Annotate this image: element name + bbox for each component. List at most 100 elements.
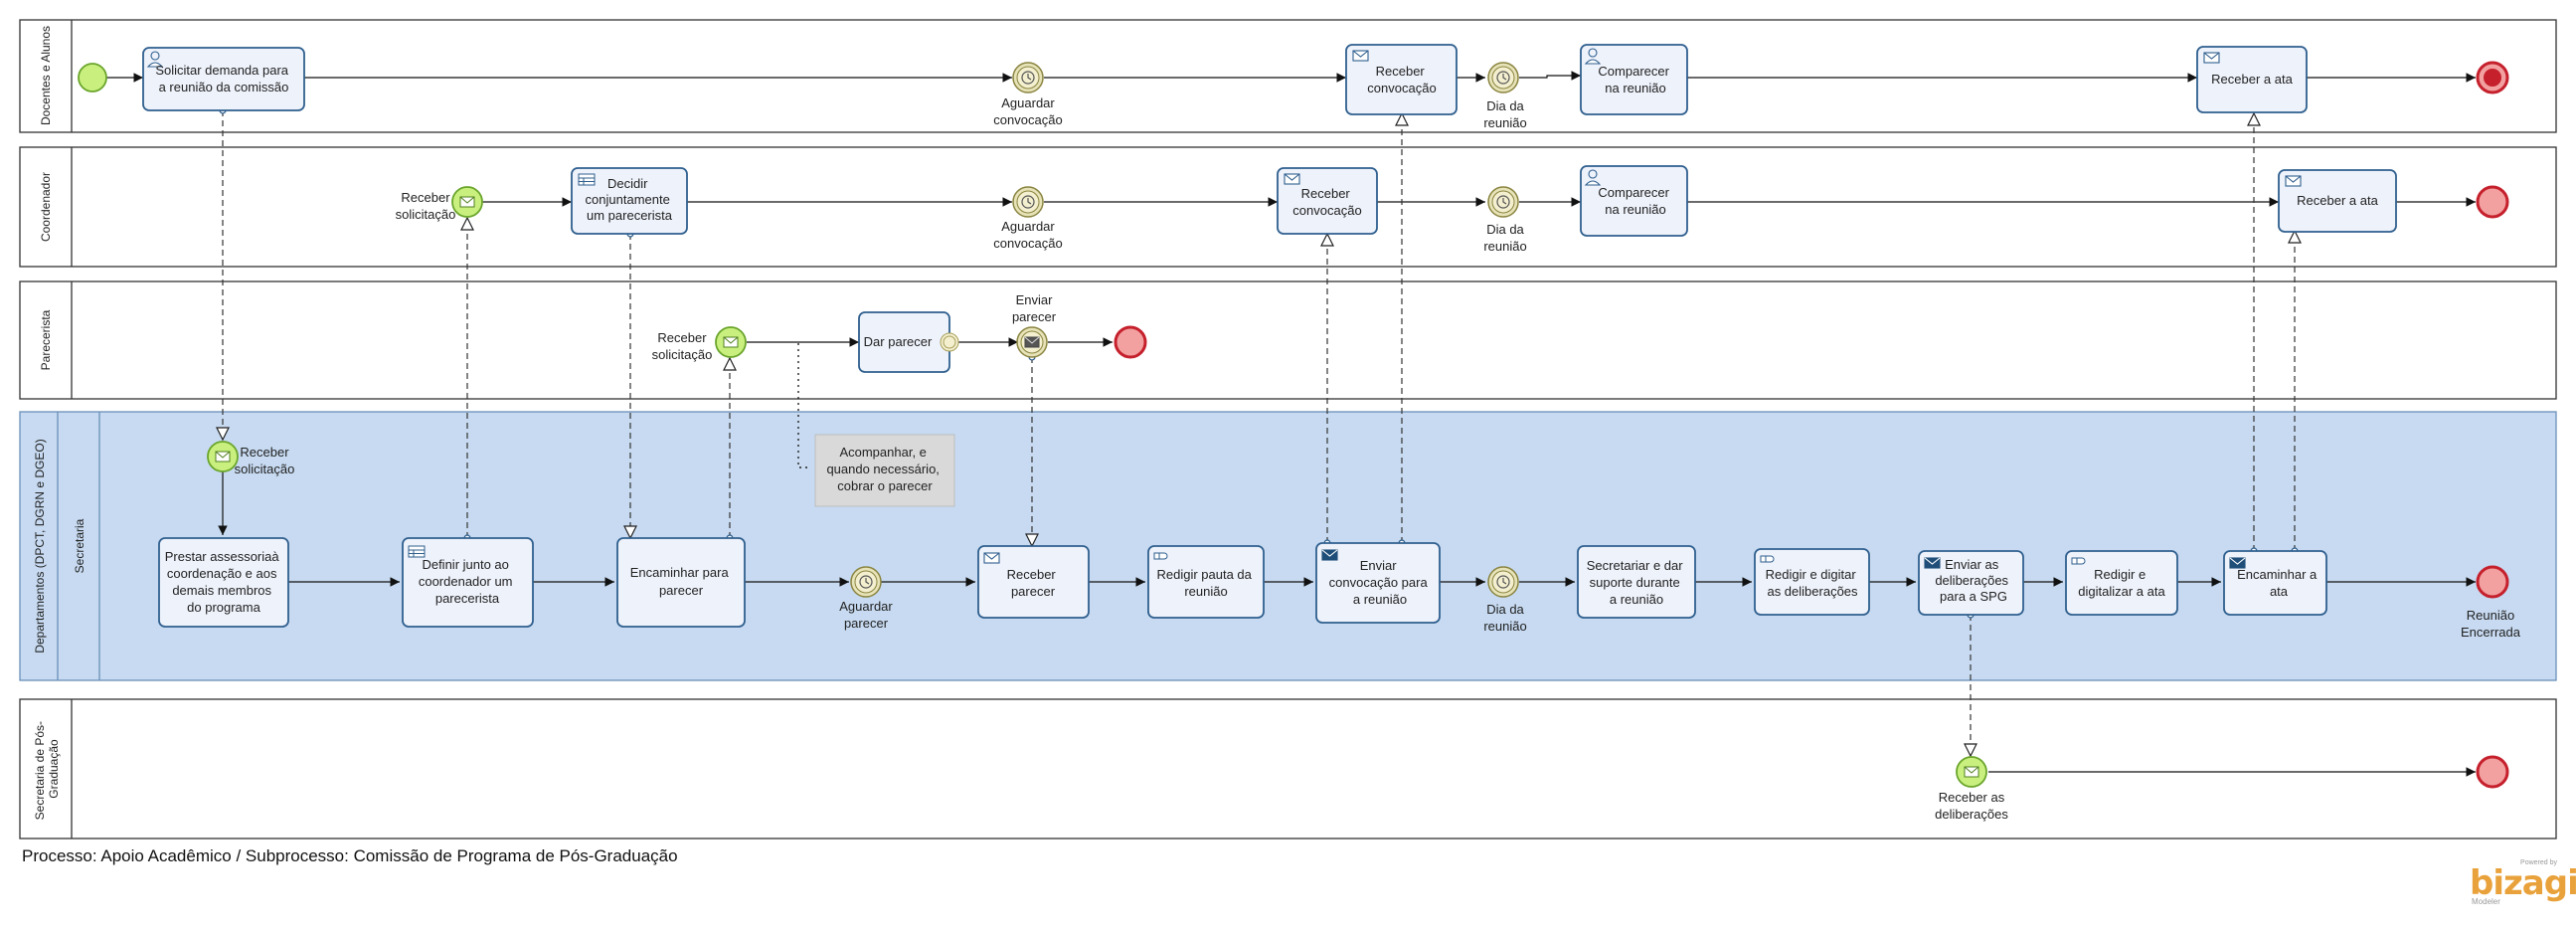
svg-text:Receber a ata: Receber a ata <box>2211 72 2293 87</box>
message-start-event-spg[interactable] <box>1956 756 1987 788</box>
process-footer: Processo: Apoio Acadêmico / Subprocesso:… <box>22 846 678 865</box>
logo-brand-text: bizagi <box>2470 863 2576 903</box>
message-receive-icon <box>1352 50 1369 62</box>
logo-sub-text: Modeler <box>2472 897 2500 906</box>
message-throw-event-enviar-parecer[interactable] <box>1016 326 1048 358</box>
svg-text:Redigir e digitar as d: Redigir e digitar as deliberações <box>1766 567 1860 599</box>
task-secretariar[interactable]: Secretariar e dar suporte durante a reun… <box>1577 545 1696 619</box>
task-definir-parecerista[interactable]: Definir junto ao coordenador um pareceri… <box>402 537 534 628</box>
end-event-docentes-terminate[interactable] <box>2476 61 2509 94</box>
annotation-association <box>797 343 810 468</box>
task-encaminhar-parecer[interactable]: Encaminhar para parecer <box>616 537 746 628</box>
pool-parecerista: Parecerista <box>19 280 2557 400</box>
envelope-icon <box>723 336 739 348</box>
svg-text:Redigir e digitalizar: Redigir e digitalizar a ata <box>2078 567 2165 599</box>
svg-text:Decidir conjuntamente: Decidir conjuntamente um parecerista <box>586 176 674 223</box>
pool-spg: Secretaria de Pós- Graduação <box>19 698 2557 839</box>
end-event-parecerista[interactable] <box>1114 325 1147 359</box>
message-start-event-coordenador[interactable] <box>451 186 483 218</box>
task-enviar-deliberacoes[interactable]: Enviar as deliberações para a SPG <box>1918 550 2024 616</box>
svg-text:Enviar convocação para: Enviar convocação para a reunião <box>1329 558 1432 607</box>
task-enviar-convocacao[interactable]: Enviar convocação para a reunião <box>1315 542 1441 624</box>
svg-text:Receber parecer: Receber parecer <box>1007 567 1060 599</box>
pool-docentes: Docentes e Alunos <box>19 19 2557 133</box>
task-docentes-comparecer[interactable]: Comparecer na reunião <box>1580 44 1688 115</box>
message-start-event-parecerista[interactable] <box>715 326 747 358</box>
svg-text:Receber a ata: Receber a ata <box>2297 193 2378 208</box>
task-docentes-receber-convocacao[interactable]: Receber convocação <box>1345 44 1458 115</box>
message-receive-icon <box>2285 175 2302 187</box>
pool-departamentos: Departamentos (DPCT, DGRN e DGEO) Secret… <box>19 411 2557 681</box>
message-send-icon <box>1924 557 1941 569</box>
manual-task-icon <box>1153 552 1168 560</box>
end-event-reuniao-encerrada[interactable] <box>2476 565 2509 599</box>
timer-event-coordenador-dia[interactable] <box>1487 186 1519 218</box>
task-receber-parecer[interactable]: Receber parecer <box>977 545 1090 619</box>
task-redigir-digitar-deliberacoes[interactable]: Redigir e digitar as deliberações <box>1754 548 1870 616</box>
clock-icon <box>1496 575 1510 589</box>
task-encaminhar-ata[interactable]: Encaminhar a ata <box>2223 550 2327 616</box>
clock-icon <box>1021 71 1035 85</box>
svg-text:Receber convocação: Receber convocação <box>1292 186 1361 218</box>
task-coordenador-comparecer[interactable]: Comparecer na reunião <box>1580 165 1688 237</box>
timer-event-docentes-dia[interactable] <box>1487 62 1519 93</box>
message-send-icon <box>1321 549 1338 561</box>
timer-event-coordenador-aguardar[interactable] <box>1012 186 1044 218</box>
svg-text:Comparecer na reunião: Comparecer na reunião <box>1598 64 1672 95</box>
timer-event-secretaria-aguardar[interactable] <box>850 566 882 598</box>
business-rule-icon <box>578 173 596 186</box>
message-receive-icon <box>983 552 1000 564</box>
envelope-filled-icon <box>1024 336 1040 348</box>
end-event-coordenador[interactable] <box>2476 185 2509 219</box>
svg-text:Secretariar e dar supo: Secretariar e dar suporte durante a reun… <box>1587 558 1686 607</box>
task-redigir-digitalizar-ata[interactable]: Redigir e digitalizar a ata <box>2065 550 2178 616</box>
task-redigir-pauta[interactable]: Redigir pauta da reunião <box>1147 545 1265 619</box>
svg-text:Receber convocação: Receber convocação <box>1367 64 1436 95</box>
manual-task-icon <box>2071 557 2086 565</box>
logo-powered-text: Powered by <box>2520 859 2557 866</box>
task-decidir-parecerista[interactable]: Decidir conjuntamente um parecerista <box>571 167 688 235</box>
envelope-icon <box>459 196 475 208</box>
message-receive-icon <box>2203 52 2220 64</box>
user-task-icon <box>1584 169 1602 186</box>
clock-icon <box>1496 195 1510 209</box>
message-start-event-secretaria[interactable] <box>207 441 239 472</box>
message-flows <box>223 110 2295 756</box>
clock-icon <box>1496 71 1510 85</box>
svg-text:Definir junto ao coord: Definir junto ao coordenador um pareceri… <box>419 557 516 606</box>
timer-event-secretaria-dia[interactable] <box>1487 566 1519 598</box>
events <box>78 61 2509 789</box>
timer-event-docentes-aguardar[interactable] <box>1012 62 1044 93</box>
svg-text:Comparecer na reunião: Comparecer na reunião <box>1598 185 1672 217</box>
user-task-icon <box>146 51 164 68</box>
clock-icon <box>859 575 873 589</box>
task-docentes-receber-ata[interactable]: Receber a ata <box>2196 46 2308 113</box>
lane-label-parecerista: Parecerista <box>39 309 53 370</box>
lane-label-coordenador: Coordenador <box>39 172 53 242</box>
task-coordenador-receber-convocacao[interactable]: Receber convocação <box>1277 167 1378 235</box>
task-dar-parecer[interactable]: Dar parecer <box>858 311 959 373</box>
svg-text:Enviar as deliberações: Enviar as deliberações para a SPG <box>1935 557 2011 604</box>
lane-label-secretaria: Secretaria <box>73 518 86 573</box>
task-solicitar-demanda[interactable]: Solicitar demanda para a reunião da comi… <box>142 47 305 111</box>
text-annotation[interactable]: Acompanhar, e quando necessário, cobrar … <box>814 434 955 507</box>
svg-text:Encaminhar para parece: Encaminhar para parecer <box>630 565 733 598</box>
manual-task-icon <box>1760 555 1775 563</box>
svg-text:Prestar assessoriaà co: Prestar assessoriaà coordenação e aos de… <box>165 549 283 615</box>
task-coordenador-receber-ata[interactable]: Receber a ata <box>2278 169 2397 233</box>
task-prestar-assessoria[interactable]: Prestar assessoriaà coordenação e aos de… <box>158 537 289 628</box>
start-event-docentes[interactable] <box>78 63 107 93</box>
bizagi-logo: Powered by bizagi Modeler <box>2470 859 2576 906</box>
end-event-spg[interactable] <box>2476 755 2509 789</box>
